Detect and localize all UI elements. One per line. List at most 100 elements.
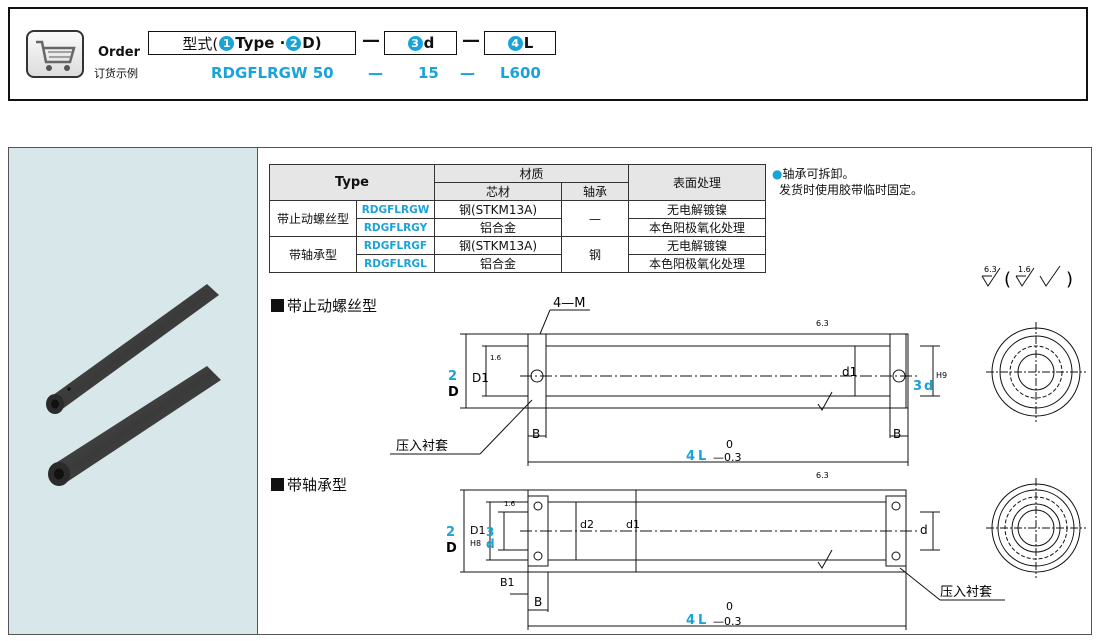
dim-L-label: L	[698, 449, 706, 464]
dim-d-badge-3: 3	[486, 525, 494, 539]
spec-table: Type 材质 表面处理 芯材 轴承 带止动螺丝型 RDGFLRGW 钢(STK…	[269, 164, 766, 273]
order-dash-2: —	[462, 30, 480, 51]
svg-text:): )	[1066, 269, 1073, 290]
roller-image-2	[48, 366, 221, 486]
dim-D-label: D	[446, 541, 457, 556]
bushing-label: 压入衬套	[396, 438, 448, 454]
drawing-screw-type: 4—M 6.3 2 D D1 1.6 d1 3 d H9 B B 压入衬套 0 …	[390, 296, 1086, 466]
note-line-1: ●轴承可拆卸。	[772, 165, 855, 182]
code-cell: RDGFLRGL	[356, 254, 435, 273]
roughness-main-label: 6.3	[984, 265, 997, 274]
dim-d-badge-3: 3	[913, 379, 922, 394]
dim-D1-tol: H8	[470, 539, 481, 548]
number-badge-1: 1	[219, 35, 235, 51]
tol-upper: 0	[726, 600, 733, 613]
order-example-label: 订货示例	[94, 67, 138, 80]
number-badge-2: 2	[286, 35, 302, 51]
note-line-2: 发货时使用胶带临时固定。	[779, 183, 924, 197]
tol-lower: —0.3	[713, 451, 742, 464]
surface-cell: 无电解镀镍	[628, 236, 766, 255]
code-cell: RDGFLRGW	[356, 200, 435, 219]
dim-d-tol: H9	[936, 371, 947, 380]
roughness-top-label: 6.3	[816, 471, 829, 480]
dim-m-label: 4—M	[553, 296, 586, 311]
surface-cell: 本色阳极氧化处理	[628, 218, 766, 237]
product-photo	[9, 148, 258, 634]
roughness-a-label: 1.6	[1018, 265, 1031, 274]
dim-d-label: d	[486, 537, 495, 551]
product-spec-panel	[8, 147, 1092, 635]
section-title-screw: 带止动螺丝型	[271, 295, 377, 316]
order-example-box	[8, 7, 1088, 101]
dim-d1-label: d1	[842, 365, 857, 379]
order-example-dash-2: —	[460, 64, 475, 82]
dim-L-badge: 4	[686, 449, 695, 464]
order-example-d: 15	[418, 64, 439, 82]
col-core: 芯材	[434, 182, 562, 201]
dim-L-label: L	[698, 613, 706, 628]
surface-roughness-legend: 6.3 ( 1.6 )	[981, 265, 1073, 290]
surface-cell: 本色阳极氧化处理	[628, 254, 766, 273]
dim-B-label: B	[534, 595, 542, 609]
dim-D1-label: D1	[470, 524, 485, 537]
note-text-1: 轴承可拆卸。	[782, 167, 855, 181]
order-example-type: RDGFLRGW 50	[211, 64, 334, 82]
section-marker-icon	[271, 299, 284, 312]
bearing-cell: 钢	[561, 236, 629, 273]
header-type-mid: Type ·	[235, 34, 286, 52]
dim-d2-label: d2	[580, 518, 594, 531]
tol-lower: —0.3	[713, 615, 742, 628]
order-dash-1: —	[362, 30, 380, 51]
core-cell: 铝合金	[434, 254, 562, 273]
dim-D-badge: 2	[446, 525, 455, 540]
header-l-label: L	[523, 34, 534, 52]
bushing-label: 压入衬套	[940, 584, 992, 600]
code-cell: RDGFLRGF	[356, 236, 435, 255]
order-example-dash-1: —	[368, 64, 383, 82]
section-title-bearing-text: 带轴承型	[287, 476, 348, 494]
dim-D1-label: D1	[472, 371, 489, 385]
section-title-bearing: 带轴承型	[271, 474, 347, 495]
col-surface: 表面处理	[628, 164, 766, 201]
section-title-screw-text: 带止动螺丝型	[287, 297, 378, 315]
group-screw: 带止动螺丝型	[269, 200, 357, 237]
end-view-screw	[986, 322, 1086, 422]
dim-d-right: d	[920, 523, 928, 537]
shopping-cart-icon[interactable]	[26, 30, 84, 78]
section-marker-icon	[271, 478, 284, 491]
order-label: Order	[98, 45, 140, 60]
header-type-suffix: D)	[302, 34, 322, 52]
header-type-prefix: 型式(	[182, 34, 219, 53]
dim-B1-label: B1	[500, 576, 515, 589]
dim-B-left: B	[532, 427, 540, 441]
roughness-inner-label: 1.6	[490, 354, 502, 362]
header-d-label: d	[423, 34, 435, 52]
bearing-cell: —	[561, 200, 629, 237]
dim-d-badge: 2	[448, 369, 457, 384]
end-view-bearing	[986, 478, 1086, 578]
dim-D-label: D	[448, 385, 459, 400]
col-bearing: 轴承	[561, 182, 629, 201]
col-material: 材质	[434, 164, 629, 183]
svg-text:(: (	[1004, 269, 1011, 290]
code-cell: RDGFLRGY	[356, 218, 435, 237]
number-badge-3: 3	[407, 35, 423, 51]
roughness-top-label: 6.3	[816, 319, 829, 328]
core-cell: 钢(STKM13A)	[434, 200, 562, 219]
core-cell: 铝合金	[434, 218, 562, 237]
group-bearing: 带轴承型	[269, 236, 357, 273]
dim-B-right: B	[893, 427, 901, 441]
dim-d1-label: d1	[626, 518, 640, 531]
number-badge-4: 4	[507, 35, 523, 51]
col-type: Type	[269, 164, 435, 201]
dim-L-badge: 4	[686, 613, 695, 628]
order-example-l: L600	[500, 64, 541, 82]
tol-upper: 0	[726, 438, 733, 451]
drawing-bearing-type: 6.3 2 D D1 H8 3 d 1.6 d2 d1 d B1 B 压入衬套 …	[446, 471, 1086, 630]
info-icon: ●	[772, 167, 783, 181]
surface-cell: 无电解镀镍	[628, 200, 766, 219]
core-cell: 钢(STKM13A)	[434, 236, 562, 255]
